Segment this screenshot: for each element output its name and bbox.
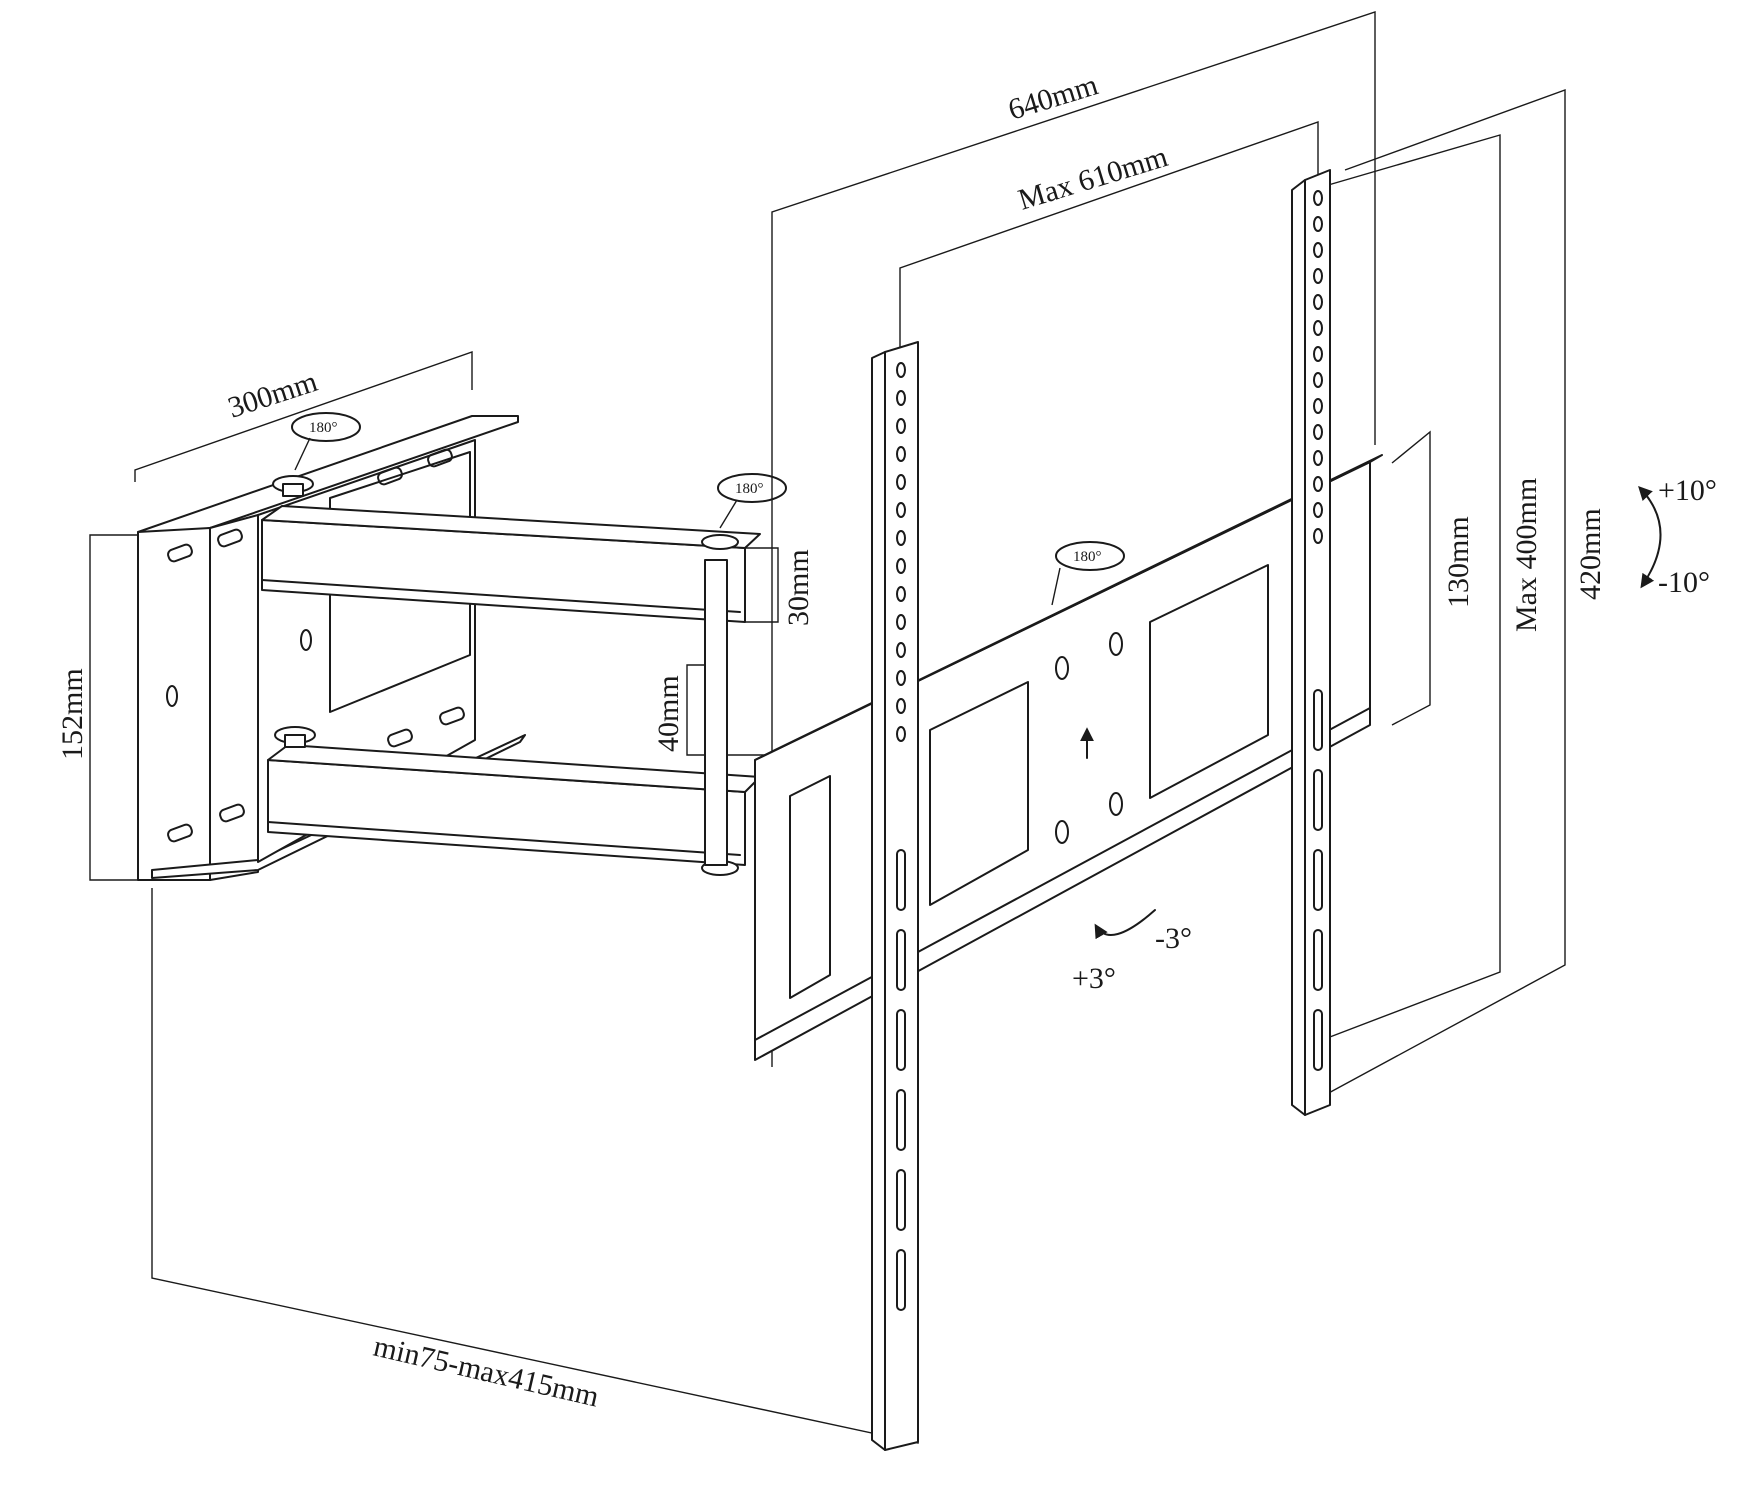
label-tilt-up: +10° <box>1658 474 1717 507</box>
label-152mm: 152mm <box>56 668 89 760</box>
label-40mm: 40mm <box>652 675 685 752</box>
label-swivel-elbow: 180° <box>735 481 764 497</box>
label-rotation-plate: 180° <box>1073 549 1102 565</box>
left-vertical-rail <box>871 341 919 1451</box>
swivel-indicators <box>291 412 1662 940</box>
label-level-minus: -3° <box>1155 922 1192 955</box>
label-tilt-down: -10° <box>1658 566 1710 599</box>
lower-arm <box>267 559 761 876</box>
label-level-plus: +3° <box>1072 962 1116 995</box>
right-rail-holes <box>1313 190 1323 1071</box>
label-max-400mm: Max 400mm <box>1510 478 1543 632</box>
left-rail-holes <box>896 362 906 1311</box>
label-420mm: 420mm <box>1574 508 1607 600</box>
label-640mm: 640mm <box>1004 68 1101 126</box>
label-130mm: 130mm <box>1442 516 1475 608</box>
label-max-610mm: Max 610mm <box>1014 140 1171 217</box>
label-30mm: 30mm <box>782 549 815 626</box>
right-vertical-rail <box>1291 169 1331 1116</box>
label-extension: min75-max415mm <box>370 1330 602 1414</box>
label-swivel-wall: 180° <box>309 420 338 436</box>
upper-arm <box>261 475 761 623</box>
